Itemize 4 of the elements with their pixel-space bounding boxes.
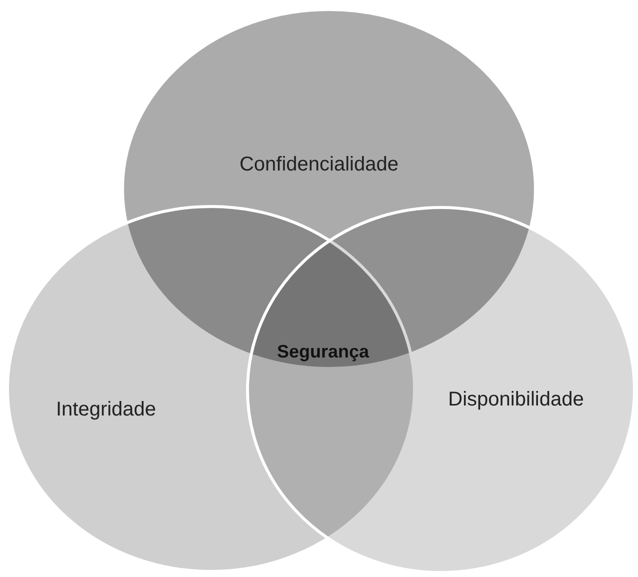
set-label: Confidencialidade [240,154,398,176]
intersection-label: Segurança [276,342,370,362]
set-label: Disponibilidade [448,388,584,412]
set-label: Integridade [56,398,156,422]
